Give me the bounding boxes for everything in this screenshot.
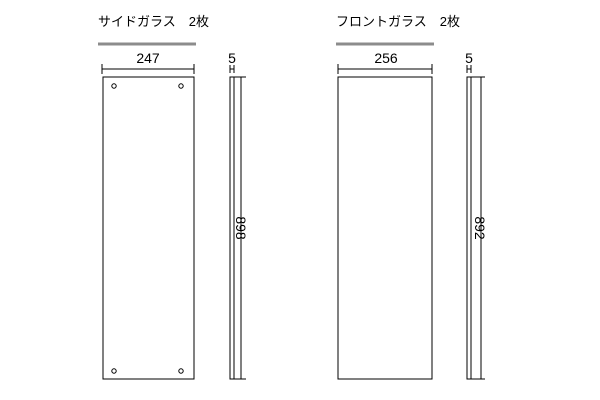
side-glass-width-label: 247 bbox=[136, 50, 160, 66]
side-glass-width-dimension-line bbox=[101, 64, 195, 74]
side-glass-group: サイドガラス 2枚 247 5 bbox=[98, 14, 249, 380]
front-glass-group: フロントガラス 2枚 256 5 892 bbox=[336, 14, 488, 380]
side-glass-mounting-holes bbox=[111, 83, 184, 374]
front-glass-thickness-label: 5 bbox=[465, 50, 473, 66]
side-glass-thickness-label: 5 bbox=[228, 50, 236, 66]
front-glass-profile bbox=[466, 76, 472, 380]
side-glass-thickness-dimension-line bbox=[229, 65, 235, 73]
front-glass-width-dimension-line bbox=[337, 64, 433, 74]
side-glass-panel bbox=[102, 76, 195, 380]
front-glass-width-label: 256 bbox=[374, 50, 398, 66]
front-glass-panel bbox=[337, 76, 433, 380]
side-glass-height-dimension-line bbox=[234, 76, 246, 380]
mounting-hole bbox=[111, 368, 117, 374]
side-glass-height-label: 898 bbox=[233, 216, 249, 240]
front-glass-title: フロントガラス 2枚 bbox=[336, 14, 460, 29]
front-glass-height-dimension-line bbox=[471, 76, 485, 380]
front-glass-thickness-dimension-line bbox=[466, 65, 472, 73]
front-glass-height-label: 892 bbox=[472, 216, 488, 240]
mounting-hole bbox=[178, 368, 184, 374]
mounting-hole bbox=[178, 83, 184, 89]
mounting-hole bbox=[111, 83, 117, 89]
side-glass-profile bbox=[229, 76, 235, 380]
side-glass-title: サイドガラス 2枚 bbox=[98, 14, 209, 29]
